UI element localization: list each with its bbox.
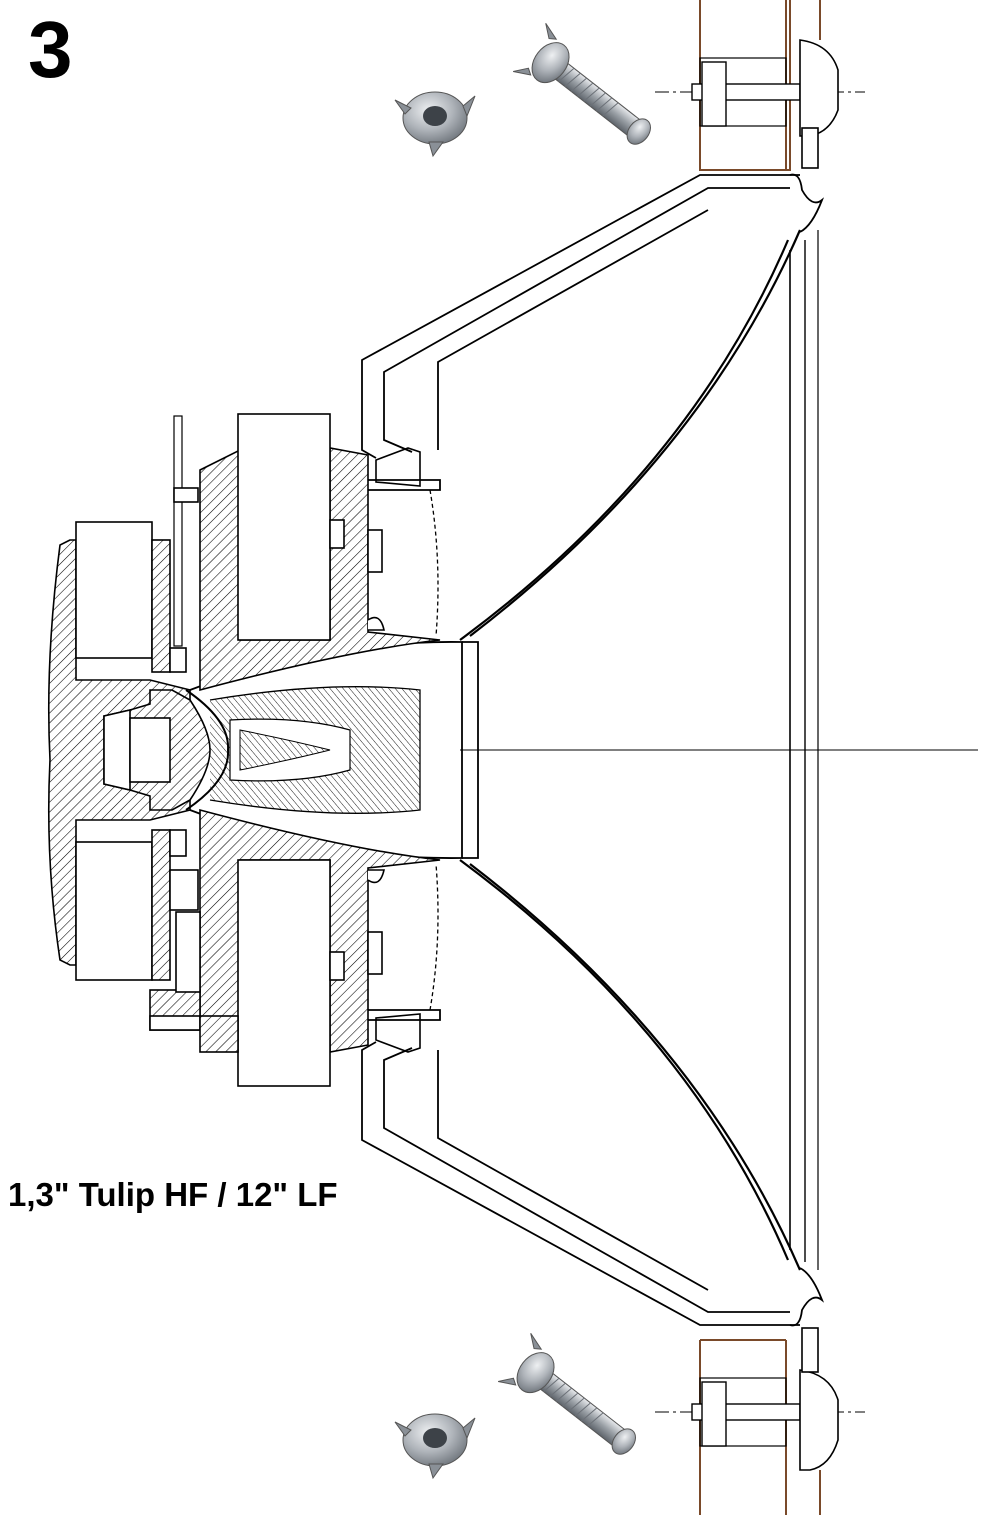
tulip-waveguide	[189, 640, 479, 860]
lf-cone	[459, 229, 819, 1271]
t-nut-icon	[394, 1413, 476, 1480]
front-ring	[799, 39, 839, 1471]
speaker-basket	[361, 173, 825, 1327]
figure-caption: 1,3" Tulip HF / 12" LF	[8, 1176, 338, 1213]
t-nut-icon	[394, 91, 476, 158]
hf-driver	[47, 415, 239, 1053]
figure-number: 3	[28, 5, 73, 94]
bolt-icon	[513, 23, 651, 145]
bolt-icon	[498, 1333, 636, 1455]
spider	[429, 489, 439, 1011]
